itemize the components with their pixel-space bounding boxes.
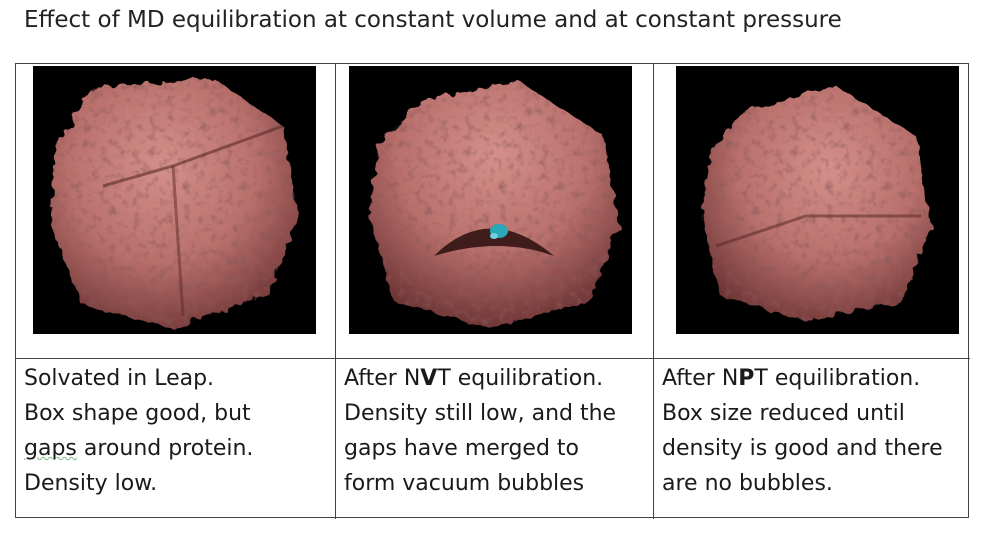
- solvated-box-image: [33, 66, 316, 334]
- caption-line: Box size reduced until: [662, 401, 905, 426]
- emphasis-letter: V: [420, 366, 438, 391]
- caption-line: Density low.: [24, 471, 158, 496]
- caption-line: Box shape good, but: [24, 401, 251, 426]
- caption-text: T equilibration.: [437, 366, 604, 391]
- comparison-table: Solvated in Leap. Box shape good, but ga…: [15, 63, 970, 519]
- caption-text: After N: [662, 366, 739, 391]
- image-cell-solvated: [16, 64, 335, 358]
- caption-line: gaps around protein.: [24, 431, 327, 466]
- caption-solvated: Solvated in Leap. Box shape good, but ga…: [16, 359, 335, 503]
- caption-text: around protein.: [76, 436, 254, 461]
- page-title: Effect of MD equilibration at constant v…: [24, 7, 842, 33]
- caption-cell-npt: After NPT equilibration. Box size reduce…: [653, 358, 970, 519]
- caption-line: form vacuum bubbles: [344, 471, 585, 496]
- caption-line: density is good and there: [662, 436, 943, 461]
- caption-text: After N: [344, 366, 421, 391]
- npt-box-image: [676, 66, 959, 334]
- image-cell-npt: [653, 64, 970, 358]
- spellcheck-word: gaps: [24, 436, 77, 461]
- image-cell-nvt: [335, 64, 653, 358]
- caption-npt: After NPT equilibration. Box size reduce…: [654, 359, 970, 503]
- caption-line: Solvated in Leap.: [24, 366, 215, 391]
- caption-cell-nvt: After NVT equilibration. Density still l…: [335, 358, 653, 519]
- caption-line: Density still low, and the: [344, 401, 617, 426]
- caption-cell-solvated: Solvated in Leap. Box shape good, but ga…: [16, 358, 335, 519]
- caption-line: After NVT equilibration.: [344, 361, 645, 396]
- caption-line: gaps have merged to: [344, 436, 580, 461]
- caption-line: After NPT equilibration.: [662, 361, 962, 396]
- caption-nvt: After NVT equilibration. Density still l…: [336, 359, 653, 503]
- caption-text: T equilibration.: [754, 366, 921, 391]
- caption-line: are no bubbles.: [662, 471, 833, 496]
- emphasis-letter: P: [738, 366, 755, 391]
- nvt-box-image: [349, 66, 632, 334]
